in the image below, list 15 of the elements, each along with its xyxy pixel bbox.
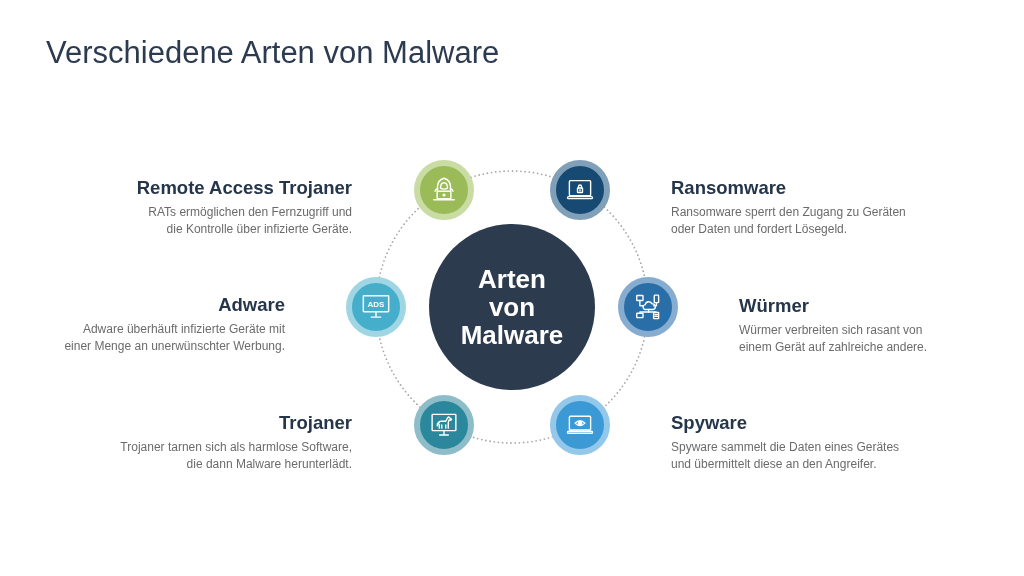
malware-type-description: Ransomware sperrt den Zugang zu Geräten oder Daten und fordert Lösegeld. [671, 204, 907, 238]
screen-text: ADS [367, 299, 385, 308]
malware-type-heading: Adware [218, 294, 285, 316]
malware-type-heading: Ransomware [671, 177, 787, 199]
malware-type-description: Spyware sammelt die Daten eines Gerätes und übermittelt diese an den Angreifer. [671, 439, 901, 473]
malware-type-description: Adware überhäuft infizierte Geräte mit einer Menge an unerwünschter Werbung. [63, 321, 285, 355]
malware-type-description: RATs ermöglichen den Fernzugriff und die Kontrolle über infizierte Geräte. [147, 204, 352, 238]
malware-type-description: Würmer verbreiten sich rasant von einem Gerät auf zahlreiche andere. [739, 322, 929, 356]
malware-type-heading: Remote Access Trojaner [136, 177, 352, 199]
malware-type-description: Trojaner tarnen sich als harmlose Software, die dann Malware herunterlädt. [119, 439, 352, 473]
malware-type-heading: Spyware [671, 412, 748, 434]
center-title: Arten von Malware [459, 265, 565, 349]
malware-type-heading: Würmer [739, 295, 809, 317]
malware-type-heading: Trojaner [279, 412, 352, 434]
slide-title: Verschiedene Arten von Malware [46, 34, 500, 72]
